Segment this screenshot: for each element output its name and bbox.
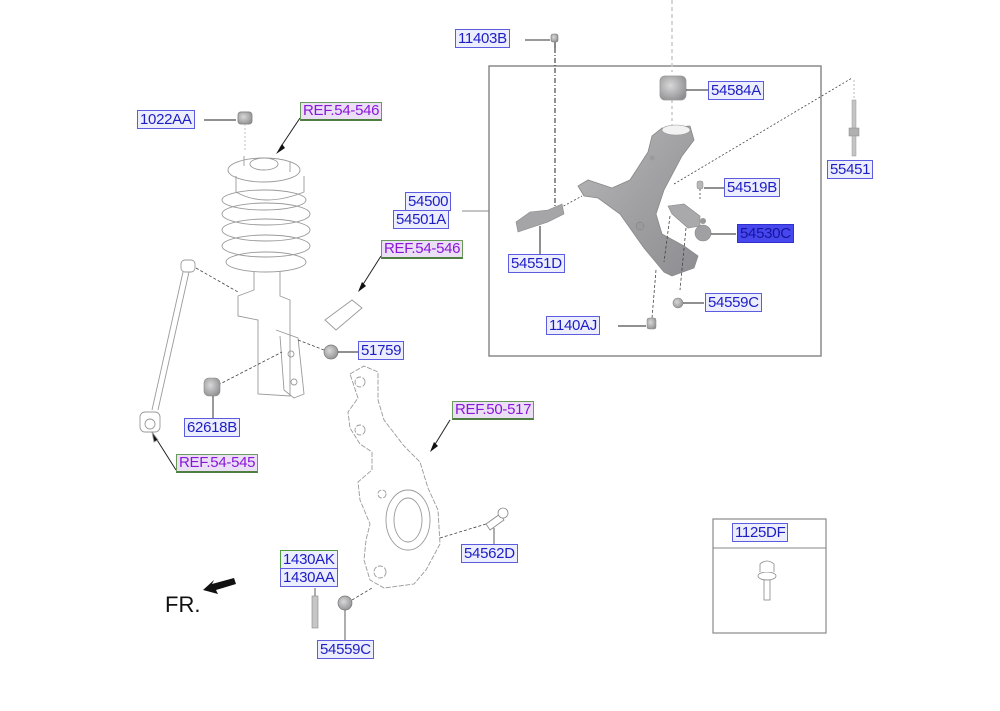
part-label-54559c-top[interactable]: 54559C: [705, 293, 762, 312]
ref-label-knuckle[interactable]: REF.50-517: [452, 401, 535, 420]
ref-label-strut-top[interactable]: REF.54-546: [300, 102, 383, 121]
bolt-55451-axis-line: [673, 77, 853, 185]
bushing-54584a-icon: [659, 75, 708, 101]
bolt-1140aj-icon: [618, 269, 657, 330]
ref-arrow-strut-mid: [358, 255, 382, 292]
part-label-1140aj[interactable]: 1140AJ: [546, 316, 600, 335]
ref-arrow-knuckle: [430, 419, 451, 452]
part-label-1022aa[interactable]: 1022AA: [137, 110, 195, 129]
part-label-54530c-selected[interactable]: 54530C: [737, 224, 794, 243]
part-label-54500[interactable]: 54500: [405, 192, 452, 211]
front-direction-label: FR.: [165, 592, 201, 617]
nut-51759-icon: [297, 339, 358, 360]
bolt-1125df-icon: [757, 560, 777, 601]
ref-label-stabilizer[interactable]: REF.54-545: [176, 454, 259, 473]
part-label-54584a[interactable]: 54584A: [708, 81, 764, 100]
bushing-54551d-icon: [515, 195, 583, 256]
part-label-62618b[interactable]: 62618B: [184, 418, 240, 437]
part-label-1430aa[interactable]: 1430AA: [280, 568, 338, 587]
part-label-54501a[interactable]: 54501A: [393, 210, 449, 229]
bolt-1430ak-icon: [311, 588, 319, 629]
strut-pin-icon: [324, 299, 363, 331]
part-label-54519b[interactable]: 54519B: [724, 178, 780, 197]
ref-arrow-strut-top: [276, 117, 301, 154]
bolt-55451-icon: [848, 80, 860, 157]
steering-knuckle-icon: [347, 365, 441, 589]
part-label-54562d[interactable]: 54562D: [461, 544, 518, 563]
nut-54559c-bottom-icon: [337, 587, 373, 640]
front-direction-arrow-icon: [203, 578, 236, 594]
bolt-54519b-icon: [696, 180, 724, 200]
bolt-11403b-icon: [525, 33, 559, 208]
part-label-54559c-bottom[interactable]: 54559C: [317, 640, 374, 659]
bushing-62618b-icon: [203, 351, 283, 418]
stabilizer-link-icon: [139, 259, 239, 471]
ball-joint-54530c-icon: [663, 203, 736, 291]
part-label-51759[interactable]: 51759: [358, 341, 405, 360]
part-label-54551d[interactable]: 54551D: [508, 254, 565, 273]
part-label-1125df[interactable]: 1125DF: [732, 523, 789, 542]
bolt-54562d-icon: [439, 507, 509, 545]
part-label-55451[interactable]: 55451: [827, 160, 874, 179]
part-label-11403b[interactable]: 11403B: [455, 29, 510, 48]
strut-assembly-icon: [204, 111, 311, 399]
part-label-1430ak[interactable]: 1430AK: [280, 550, 338, 569]
nut-54559c-top-icon: [672, 297, 704, 309]
ref-label-strut-mid[interactable]: REF.54-546: [381, 240, 464, 259]
lower-control-arm-icon: [577, 124, 699, 277]
